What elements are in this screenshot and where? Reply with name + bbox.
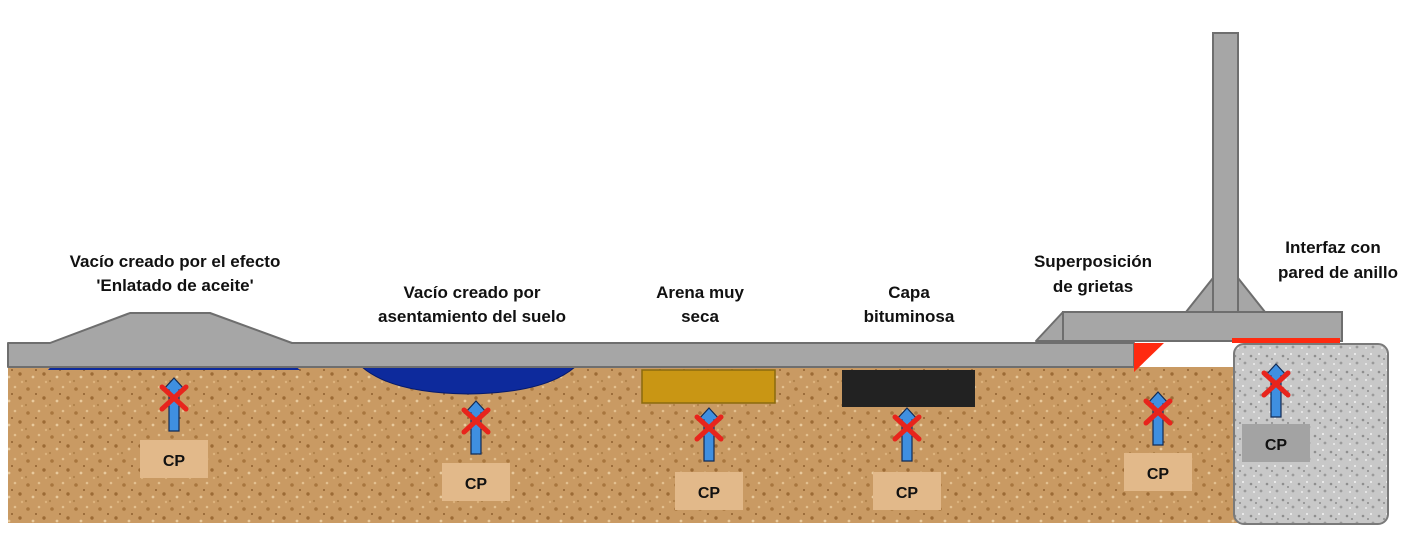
blocked-x-icon bbox=[1143, 398, 1173, 426]
shell-weld-right bbox=[1237, 277, 1266, 313]
cp-arrow-icon bbox=[1143, 391, 1173, 446]
cp-arrow-icon bbox=[461, 400, 491, 455]
label-soil-settlement: Vacío creado por asentamiento del suelo bbox=[378, 283, 566, 326]
dry-sand-layer bbox=[641, 369, 776, 404]
cp-box: CP bbox=[1242, 424, 1310, 462]
crack-overlap-marker bbox=[1134, 343, 1164, 372]
label-line: Vacío creado por bbox=[404, 283, 541, 302]
label-line: asentamiento del suelo bbox=[378, 307, 566, 326]
annular-plate bbox=[1062, 311, 1343, 342]
cp-arrow-icon bbox=[694, 407, 724, 462]
tank-shell-wall bbox=[1212, 32, 1239, 313]
cp-label: CP bbox=[1147, 466, 1170, 483]
cp-label: CP bbox=[1265, 437, 1288, 454]
label-line: 'Enlatado de aceite' bbox=[96, 276, 253, 295]
blocked-x-icon bbox=[694, 414, 724, 442]
label-line: Capa bbox=[888, 283, 930, 302]
lap-weld bbox=[1035, 311, 1064, 342]
tank-bottom-plate bbox=[7, 312, 1135, 368]
label-dry-sand: Arena muy seca bbox=[656, 283, 744, 326]
bituminous-layer bbox=[842, 370, 975, 407]
label-line: Interfaz con bbox=[1285, 238, 1380, 257]
cp-label: CP bbox=[465, 476, 488, 493]
blocked-x-icon bbox=[892, 414, 922, 442]
cp-boxes: CP CP CP CP CP CP bbox=[140, 424, 1310, 510]
soil-foundation bbox=[8, 367, 1238, 523]
cp-box: CP bbox=[873, 472, 941, 510]
label-bituminous: Capa bituminosa bbox=[864, 283, 955, 326]
cp-arrow-icon bbox=[892, 407, 922, 462]
shell-weld-left bbox=[1185, 277, 1214, 313]
label-line: Superposición bbox=[1034, 252, 1152, 271]
label-crack-overlap: Superposición de grietas bbox=[1034, 252, 1152, 296]
cp-arrows bbox=[159, 363, 1291, 462]
blocked-x-icon bbox=[461, 407, 491, 435]
cp-box: CP bbox=[140, 440, 208, 478]
label-oil-canning: Vacío creado por el efecto 'Enlatado de … bbox=[70, 252, 281, 295]
cp-box: CP bbox=[675, 472, 743, 510]
cp-box: CP bbox=[442, 463, 510, 501]
cp-arrow-icon bbox=[159, 377, 189, 432]
blocked-x-icon bbox=[159, 384, 189, 412]
ring-interface-marker bbox=[1232, 338, 1340, 343]
cp-arrow-icon bbox=[1261, 363, 1291, 418]
label-ring-interface: Interfaz con pared de anillo bbox=[1278, 238, 1398, 282]
label-line: seca bbox=[681, 307, 719, 326]
label-line: Vacío creado por el efecto bbox=[70, 252, 281, 271]
label-line: pared de anillo bbox=[1278, 263, 1398, 282]
blocked-x-icon bbox=[1261, 370, 1291, 398]
label-line: de grietas bbox=[1053, 277, 1133, 296]
cp-label: CP bbox=[163, 453, 186, 470]
cp-label: CP bbox=[896, 485, 919, 502]
cp-label: CP bbox=[698, 485, 721, 502]
label-line: Arena muy bbox=[656, 283, 744, 302]
label-line: bituminosa bbox=[864, 307, 955, 326]
cp-box: CP bbox=[1124, 453, 1192, 491]
soil-settlement-void bbox=[360, 366, 577, 395]
